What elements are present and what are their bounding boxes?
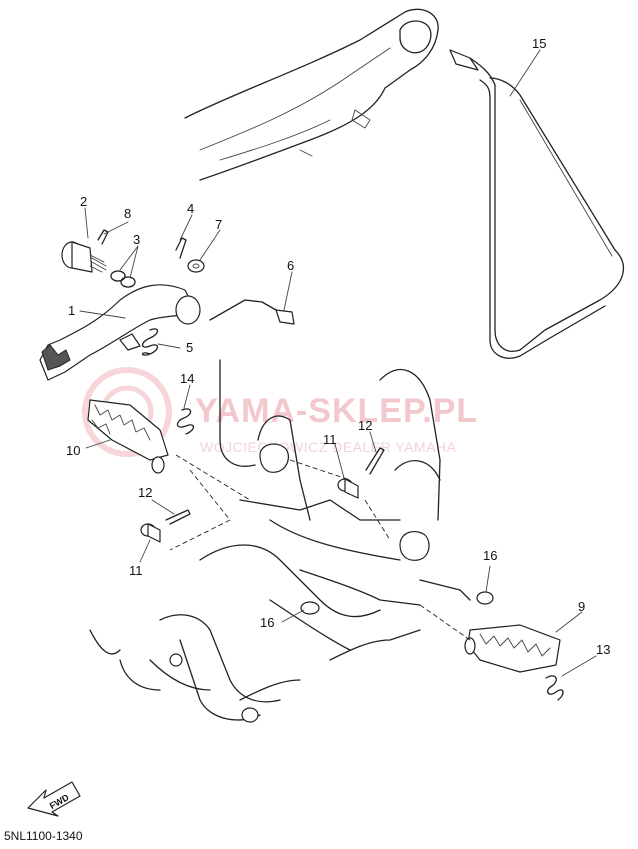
watermark-logo — [82, 367, 172, 457]
fwd-arrow-icon: FWD — [27, 781, 81, 817]
part-8-cotter-pin — [97, 229, 109, 245]
main-frame-drawing — [89, 359, 494, 723]
callout-1: 1 — [68, 303, 75, 318]
callout-8: 8 — [124, 206, 131, 221]
diagram-code: 5NL1100-1340 — [4, 829, 83, 843]
part-1-brake-pedal — [39, 284, 201, 381]
callout-11-right: 11 — [323, 432, 337, 447]
part-13-spring — [545, 675, 564, 701]
callout-6: 6 — [287, 258, 294, 273]
part-15-stand — [449, 49, 624, 359]
callout-16-right: 16 — [483, 548, 497, 563]
leader-lines — [79, 49, 597, 677]
part-12-pin-right — [365, 447, 385, 475]
callout-16-left: 16 — [260, 615, 274, 630]
assembly-lines — [169, 454, 471, 641]
callout-3: 3 — [133, 232, 140, 247]
part-5-return-spring — [141, 328, 159, 356]
part-4-pin — [175, 237, 187, 259]
part-6-clip — [209, 299, 295, 325]
callout-13: 13 — [596, 642, 610, 657]
part-11-bolt-left — [140, 523, 161, 543]
callouts: 1 2 3 4 5 6 7 8 9 10 11 11 12 12 13 14 1… — [66, 36, 610, 657]
part-10-footrest-left — [87, 399, 169, 474]
callout-14: 14 — [180, 371, 194, 386]
callout-9: 9 — [578, 599, 585, 614]
callout-15: 15 — [532, 36, 546, 51]
callout-11-left: 11 — [129, 563, 143, 578]
part-14-spring — [176, 408, 195, 435]
callout-2: 2 — [80, 194, 87, 209]
callout-7: 7 — [215, 217, 222, 232]
part-7-washer — [187, 259, 205, 273]
callout-5: 5 — [186, 340, 193, 355]
part-3-o-rings — [110, 270, 136, 288]
callout-10: 10 — [66, 443, 80, 458]
callout-12-left: 12 — [138, 485, 152, 500]
part-9-footrest-right — [464, 624, 561, 673]
upper-frame-drawing — [184, 8, 439, 181]
part-12-pin-left — [165, 509, 191, 525]
watermark: YAMA-SKLEP.PL WOJCIECHOWICZ DEALER YAMAH… — [82, 367, 478, 457]
callout-4: 4 — [187, 201, 194, 216]
callout-12-right: 12 — [358, 418, 372, 433]
part-11-bolt-right — [337, 478, 359, 499]
part-2-pivot-bolt — [61, 241, 107, 273]
watermark-title: YAMA-SKLEP.PL — [195, 392, 478, 430]
